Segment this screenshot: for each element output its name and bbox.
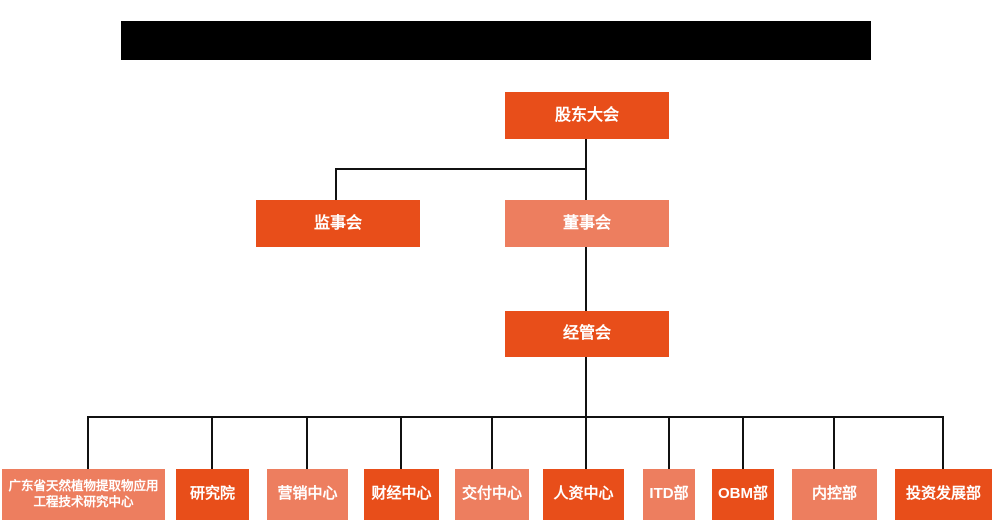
connector-drop-dept-1 xyxy=(211,416,213,469)
connector-drop-dept-0 xyxy=(87,416,89,469)
node-marketing-center: 营销中心 xyxy=(267,469,348,520)
connector-drop-supervisory xyxy=(335,168,337,201)
connector-drop-dept-5 xyxy=(585,416,587,469)
connector-drop-dept-8 xyxy=(833,416,835,469)
connector-drop-dept-6 xyxy=(668,416,670,469)
node-hr-center: 人资中心 xyxy=(543,469,624,520)
node-shareholders-meeting: 股东大会 xyxy=(505,92,669,139)
node-management-committee: 经管会 xyxy=(505,311,669,357)
connector-drop-dept-9 xyxy=(942,416,944,469)
redacted-title-bar xyxy=(121,21,871,60)
connector-bus-departments xyxy=(87,416,943,418)
node-guangdong-plant-extract-research-center: 广东省天然植物提取物应用工程技术研究中心 xyxy=(2,469,165,520)
connector-drop-dept-4 xyxy=(491,416,493,469)
connector-drop-dept-3 xyxy=(400,416,402,469)
node-internal-control-department: 内控部 xyxy=(792,469,877,520)
node-delivery-center: 交付中心 xyxy=(455,469,529,520)
connector-branch-level2 xyxy=(335,168,587,170)
connector-drop-dept-7 xyxy=(742,416,744,469)
node-supervisory-board: 监事会 xyxy=(256,200,420,247)
node-finance-center: 财经中心 xyxy=(364,469,439,520)
node-investment-development-department: 投资发展部 xyxy=(895,469,992,520)
connector-drop-dept-2 xyxy=(306,416,308,469)
connector-root-to-board xyxy=(585,139,587,201)
node-itd-department: ITD部 xyxy=(643,469,695,520)
node-research-institute: 研究院 xyxy=(176,469,249,520)
connector-board-to-mgmt xyxy=(585,246,587,312)
node-board-of-directors: 董事会 xyxy=(505,200,669,247)
node-obm-department: OBM部 xyxy=(712,469,774,520)
connector-mgmt-to-bus xyxy=(585,356,587,417)
